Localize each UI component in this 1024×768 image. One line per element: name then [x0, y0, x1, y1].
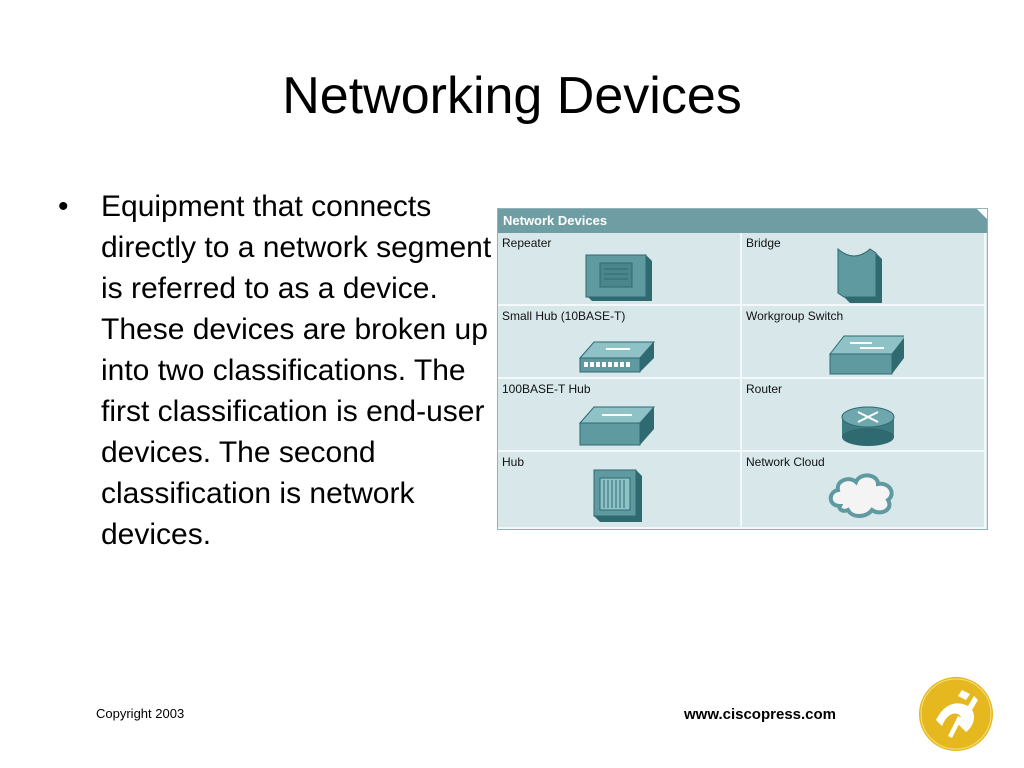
cell-label: 100BASE-T Hub	[502, 382, 591, 396]
cell-bridge: Bridge	[742, 233, 986, 306]
100base-t-hub-icon	[578, 406, 656, 446]
table-header: Network Devices	[498, 209, 987, 233]
bridge-icon	[837, 247, 882, 303]
copyright-text: Copyright 2003	[96, 706, 185, 721]
cell-label: Workgroup Switch	[746, 309, 844, 323]
cell-label: Repeater	[502, 236, 552, 250]
cell-label: Router	[746, 382, 783, 396]
website-link[interactable]: www.ciscopress.com	[684, 706, 837, 723]
repeater-icon	[585, 254, 652, 301]
cell-network-cloud: Network Cloud	[742, 452, 986, 529]
cell-label: Hub	[502, 455, 525, 469]
small-hub-icon	[578, 341, 656, 373]
header-corner	[977, 209, 987, 219]
network-devices-table: Network Devices Repeater Bridge Small Hu…	[497, 208, 988, 530]
cell-hub: Hub	[498, 452, 742, 529]
cell-label: Small Hub (10BASE-T)	[502, 309, 626, 323]
cell-label: Network Cloud	[746, 455, 825, 469]
cell-small-hub: Small Hub (10BASE-T)	[498, 306, 742, 379]
slide-title: Networking Devices	[282, 67, 742, 125]
bullet-text: Equipment that connects directly to a ne…	[101, 190, 492, 551]
cell-router: Router	[742, 379, 986, 452]
router-icon	[841, 406, 895, 446]
hub-icon	[593, 469, 642, 522]
cell-100base-t-hub: 100BASE-T Hub	[498, 379, 742, 452]
cell-repeater: Repeater	[498, 233, 742, 306]
ciscopress-logo-icon	[919, 677, 993, 751]
bullet-icon: •	[58, 190, 69, 223]
cell-workgroup-switch: Workgroup Switch	[742, 306, 986, 379]
cell-label: Bridge	[746, 236, 781, 250]
network-cloud-icon	[828, 473, 894, 518]
workgroup-switch-icon	[828, 335, 904, 375]
